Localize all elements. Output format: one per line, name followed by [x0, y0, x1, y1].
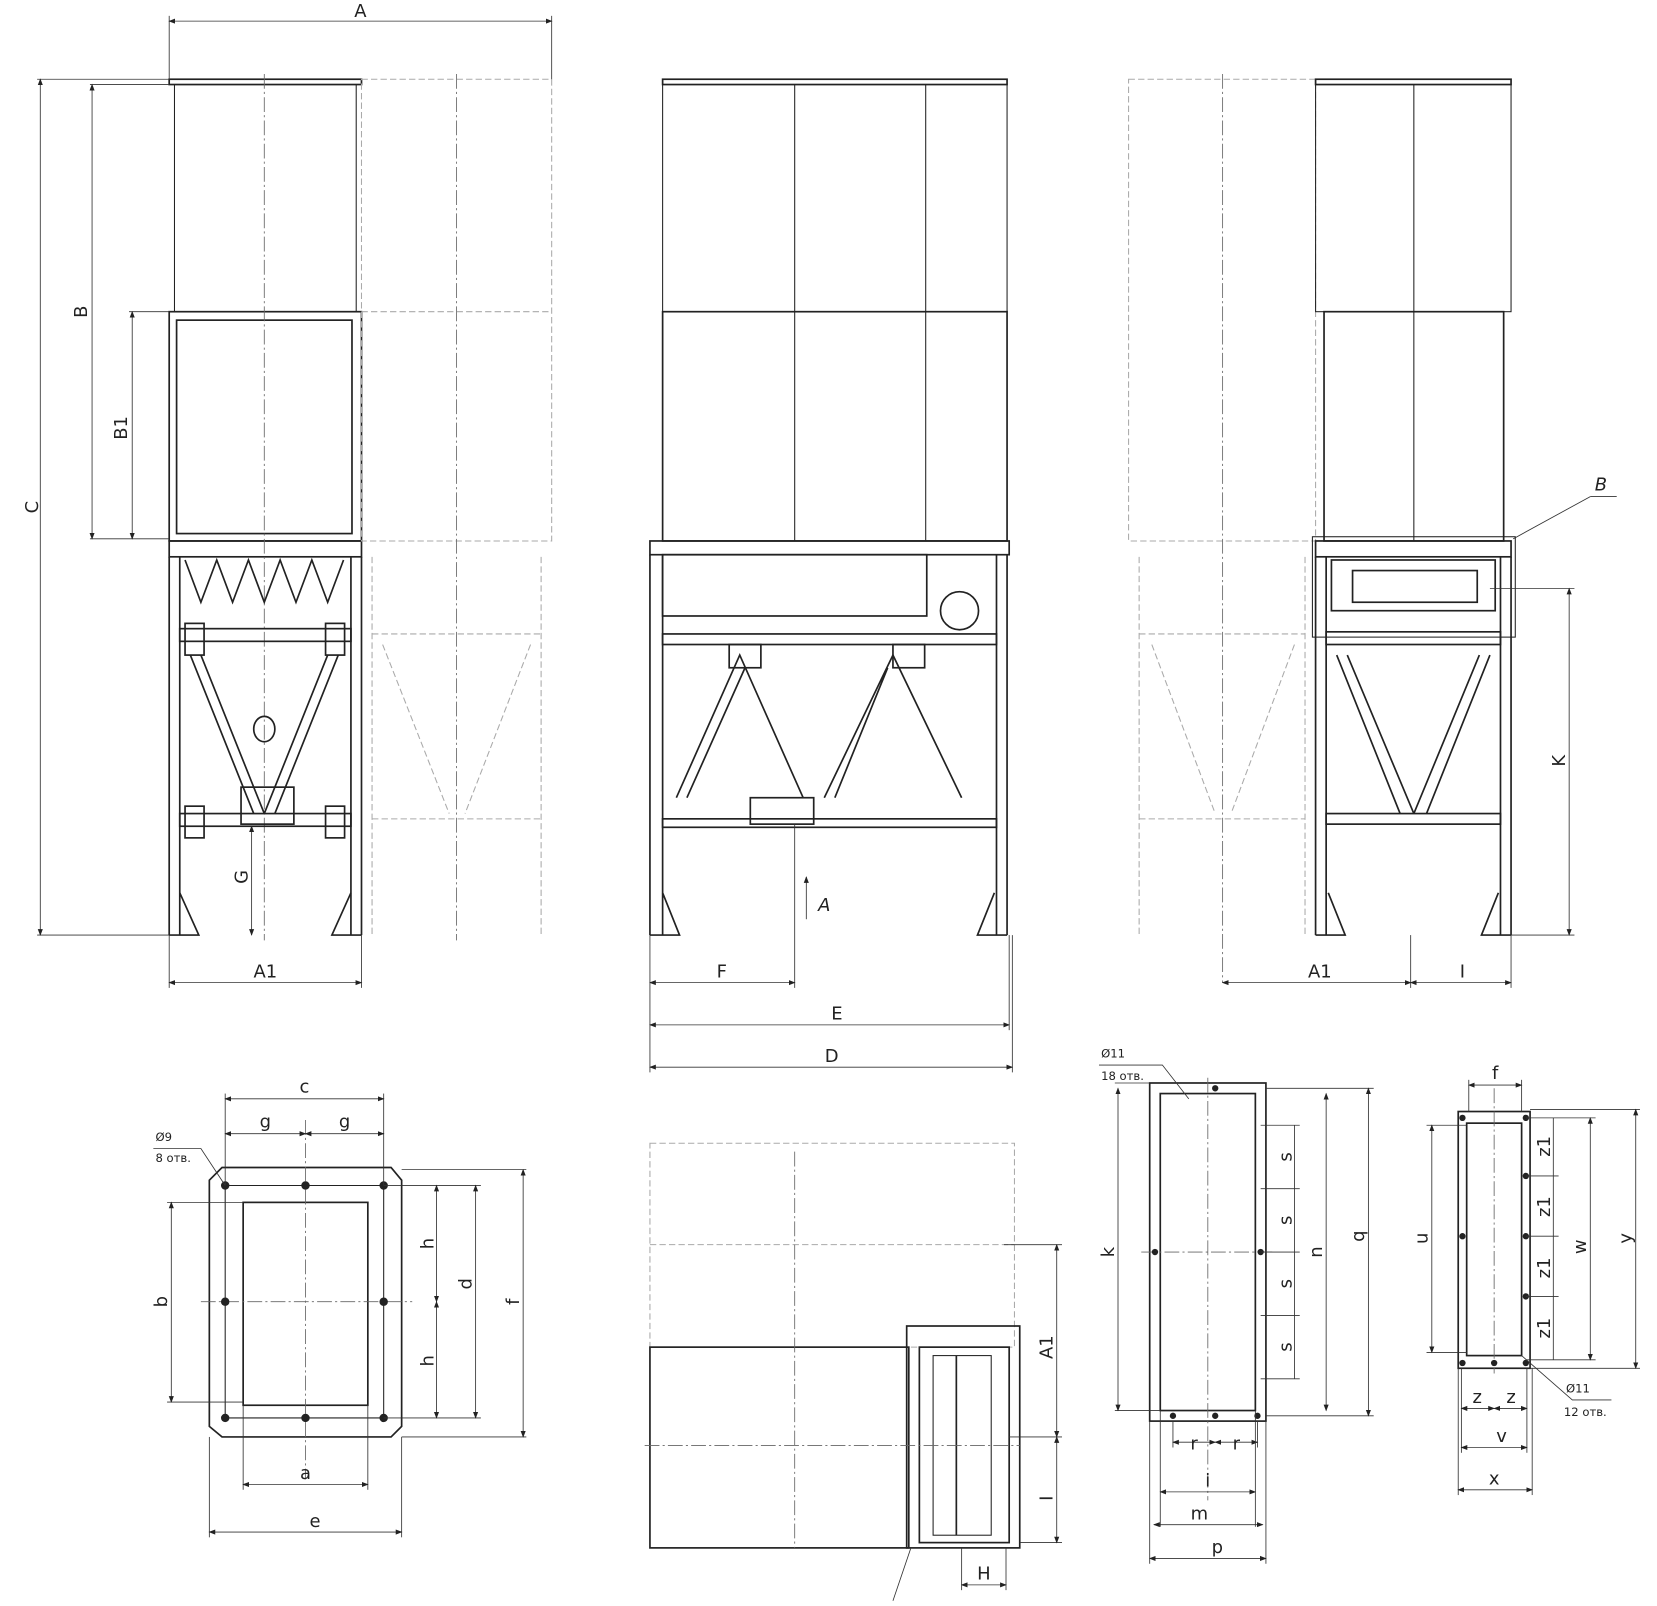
dim-s-3: s [1275, 1279, 1296, 1288]
hole-count-label: 12 отв. [1564, 1405, 1607, 1419]
dim-a: a [300, 1463, 311, 1484]
dim-i: i [1205, 1471, 1210, 1492]
dim-c: c [299, 1077, 309, 1098]
dim-f: f [503, 1298, 524, 1305]
dim-s-1: s [1275, 1152, 1296, 1161]
dim-m: m [1191, 1503, 1209, 1524]
dim-E: E [831, 1004, 842, 1025]
dim-s-2: s [1275, 1216, 1296, 1225]
inlet-flange: c g g b h h d f a e Ø9 8 отв. [151, 1077, 527, 1538]
dim-A: A [354, 1, 367, 22]
dim-h-bottom: h [417, 1355, 438, 1366]
hole-diameter-label: Ø9 [155, 1130, 172, 1144]
side-view: A F E D [649, 78, 1014, 1073]
dim-x: x [1489, 1468, 1500, 1489]
small-flange: f u w y z1 z1 z1 z1 z z v x Ø11 12 отв. [1412, 1063, 1640, 1496]
dim-B1: B1 [111, 416, 132, 440]
dim-D: D [825, 1046, 839, 1067]
dim-q: q [1348, 1230, 1369, 1241]
dim-k: k [1098, 1246, 1119, 1257]
dim-u: u [1412, 1233, 1433, 1244]
dim-d: d [455, 1278, 476, 1289]
dim-y: y [1616, 1233, 1637, 1244]
dim-G: G [231, 870, 252, 884]
dim-g-right: g [339, 1111, 350, 1132]
top-view: A1 I H [644, 1142, 1063, 1601]
rear-view: B K A1 I [1128, 73, 1617, 988]
dim-A1-rear: A1 [1308, 961, 1332, 982]
dim-v: v [1496, 1426, 1507, 1447]
dim-g-left: g [260, 1111, 271, 1132]
hole-count-label: 8 отв. [155, 1151, 190, 1165]
dim-e: e [309, 1511, 320, 1532]
dim-w: w [1570, 1239, 1591, 1254]
hole-count-label: 18 отв. [1101, 1069, 1144, 1083]
dim-I-top: I [1036, 1496, 1057, 1501]
dim-F: F [717, 961, 727, 982]
front-view: A C B B1 G A1 [22, 1, 553, 988]
dim-A1: A1 [253, 961, 277, 982]
hole-diameter-label: Ø11 [1566, 1382, 1590, 1396]
view-arrow-A: A [817, 895, 830, 916]
dim-r-right: r [1233, 1434, 1241, 1455]
dim-z1-1: z1 [1534, 1136, 1555, 1157]
dim-I-rear: I [1460, 961, 1465, 982]
dim-B: B [71, 306, 92, 318]
dim-f-small: f [1492, 1063, 1499, 1084]
dim-A1-top: A1 [1036, 1335, 1057, 1359]
dim-b: b [151, 1296, 172, 1307]
dim-r-left: r [1190, 1434, 1198, 1455]
dim-n: n [1306, 1246, 1327, 1257]
dim-H: H [977, 1564, 991, 1585]
hole-diameter-label: Ø11 [1101, 1047, 1125, 1061]
dim-p: p [1212, 1537, 1223, 1558]
dim-h-top: h [417, 1238, 438, 1249]
detail-B-label: B [1595, 474, 1607, 495]
dim-z1-2: z1 [1534, 1196, 1555, 1217]
dim-z1-4: z1 [1534, 1318, 1555, 1339]
dim-z1-3: z1 [1534, 1257, 1555, 1278]
dim-K: K [1549, 754, 1570, 767]
dim-s-4: s [1275, 1342, 1296, 1351]
dim-C: C [22, 501, 43, 514]
outlet-flange: k n q s s s s r r i m p Ø11 18 отв. [1098, 1047, 1374, 1564]
dim-z-left: z [1473, 1387, 1482, 1408]
dim-z-right: z [1506, 1387, 1515, 1408]
